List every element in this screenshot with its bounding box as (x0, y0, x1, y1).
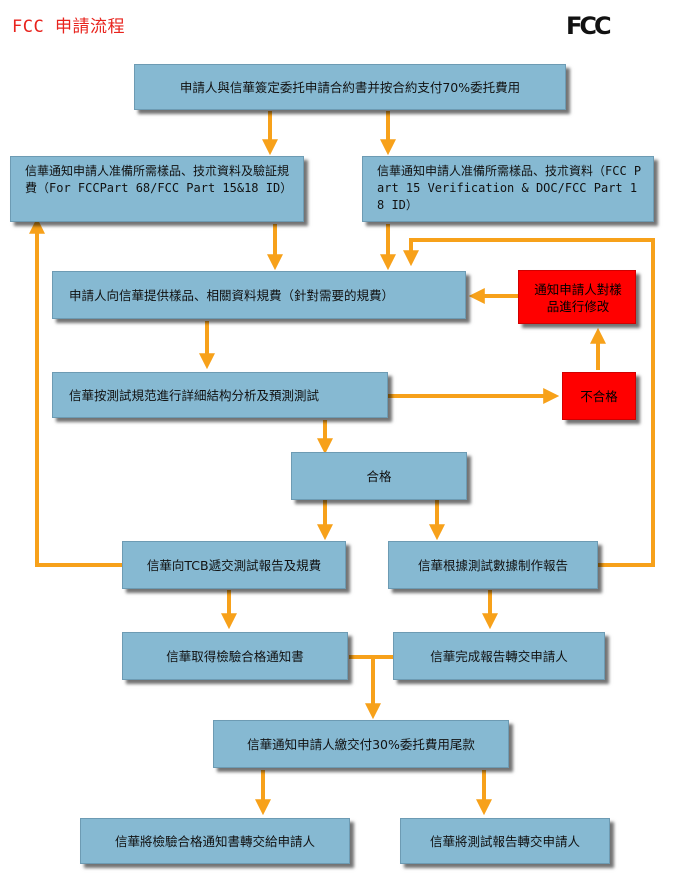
step-submit-tcb: 信華向TCB遞交測試報告及規費 (122, 541, 346, 589)
fcc-logo: FCC (566, 12, 612, 40)
step-notify-modify: 通知申請人對樣品進行修改 (518, 270, 636, 324)
step-fail: 不合格 (562, 372, 636, 420)
arrow-report-loop (403, 238, 655, 567)
step-notify-part15: 信華通知申請人准備所需樣品、技朮資料（FCC Part 15 Verificat… (362, 156, 654, 222)
page-title: FCC 申請流程 (12, 17, 125, 37)
step-make-report: 信華根據測試數據制作報告 (388, 541, 598, 589)
step-provide-samples: 申請人向信華提供樣品、相關資料規費（針對需要的規費） (52, 271, 466, 319)
step-final-payment: 信華通知申請人繳交付30%委托費用尾款 (213, 720, 509, 768)
step-pre-test: 信華按測試規范進行詳細結构分析及預測測試 (52, 372, 388, 418)
step-notify-part68: 信華通知申請人准備所需樣品、技朮資料及驗証規費（For FCCPart 68/F… (10, 156, 304, 222)
step-deliver-report: 信華完成報告轉交申請人 (393, 632, 605, 680)
step-get-certificate: 信華取得檢驗合格通知書 (122, 632, 348, 680)
arrow-tcb-loop (29, 217, 122, 567)
step-pass: 合格 (291, 452, 467, 500)
step-forward-certificate: 信華將檢驗合格通知書轉交給申請人 (80, 818, 350, 864)
step-contract: 申請人與信華簽定委托申請合約書并按合約支付70%委托費用 (134, 64, 566, 110)
step-forward-report: 信華將測試報告轉交申請人 (400, 818, 610, 864)
